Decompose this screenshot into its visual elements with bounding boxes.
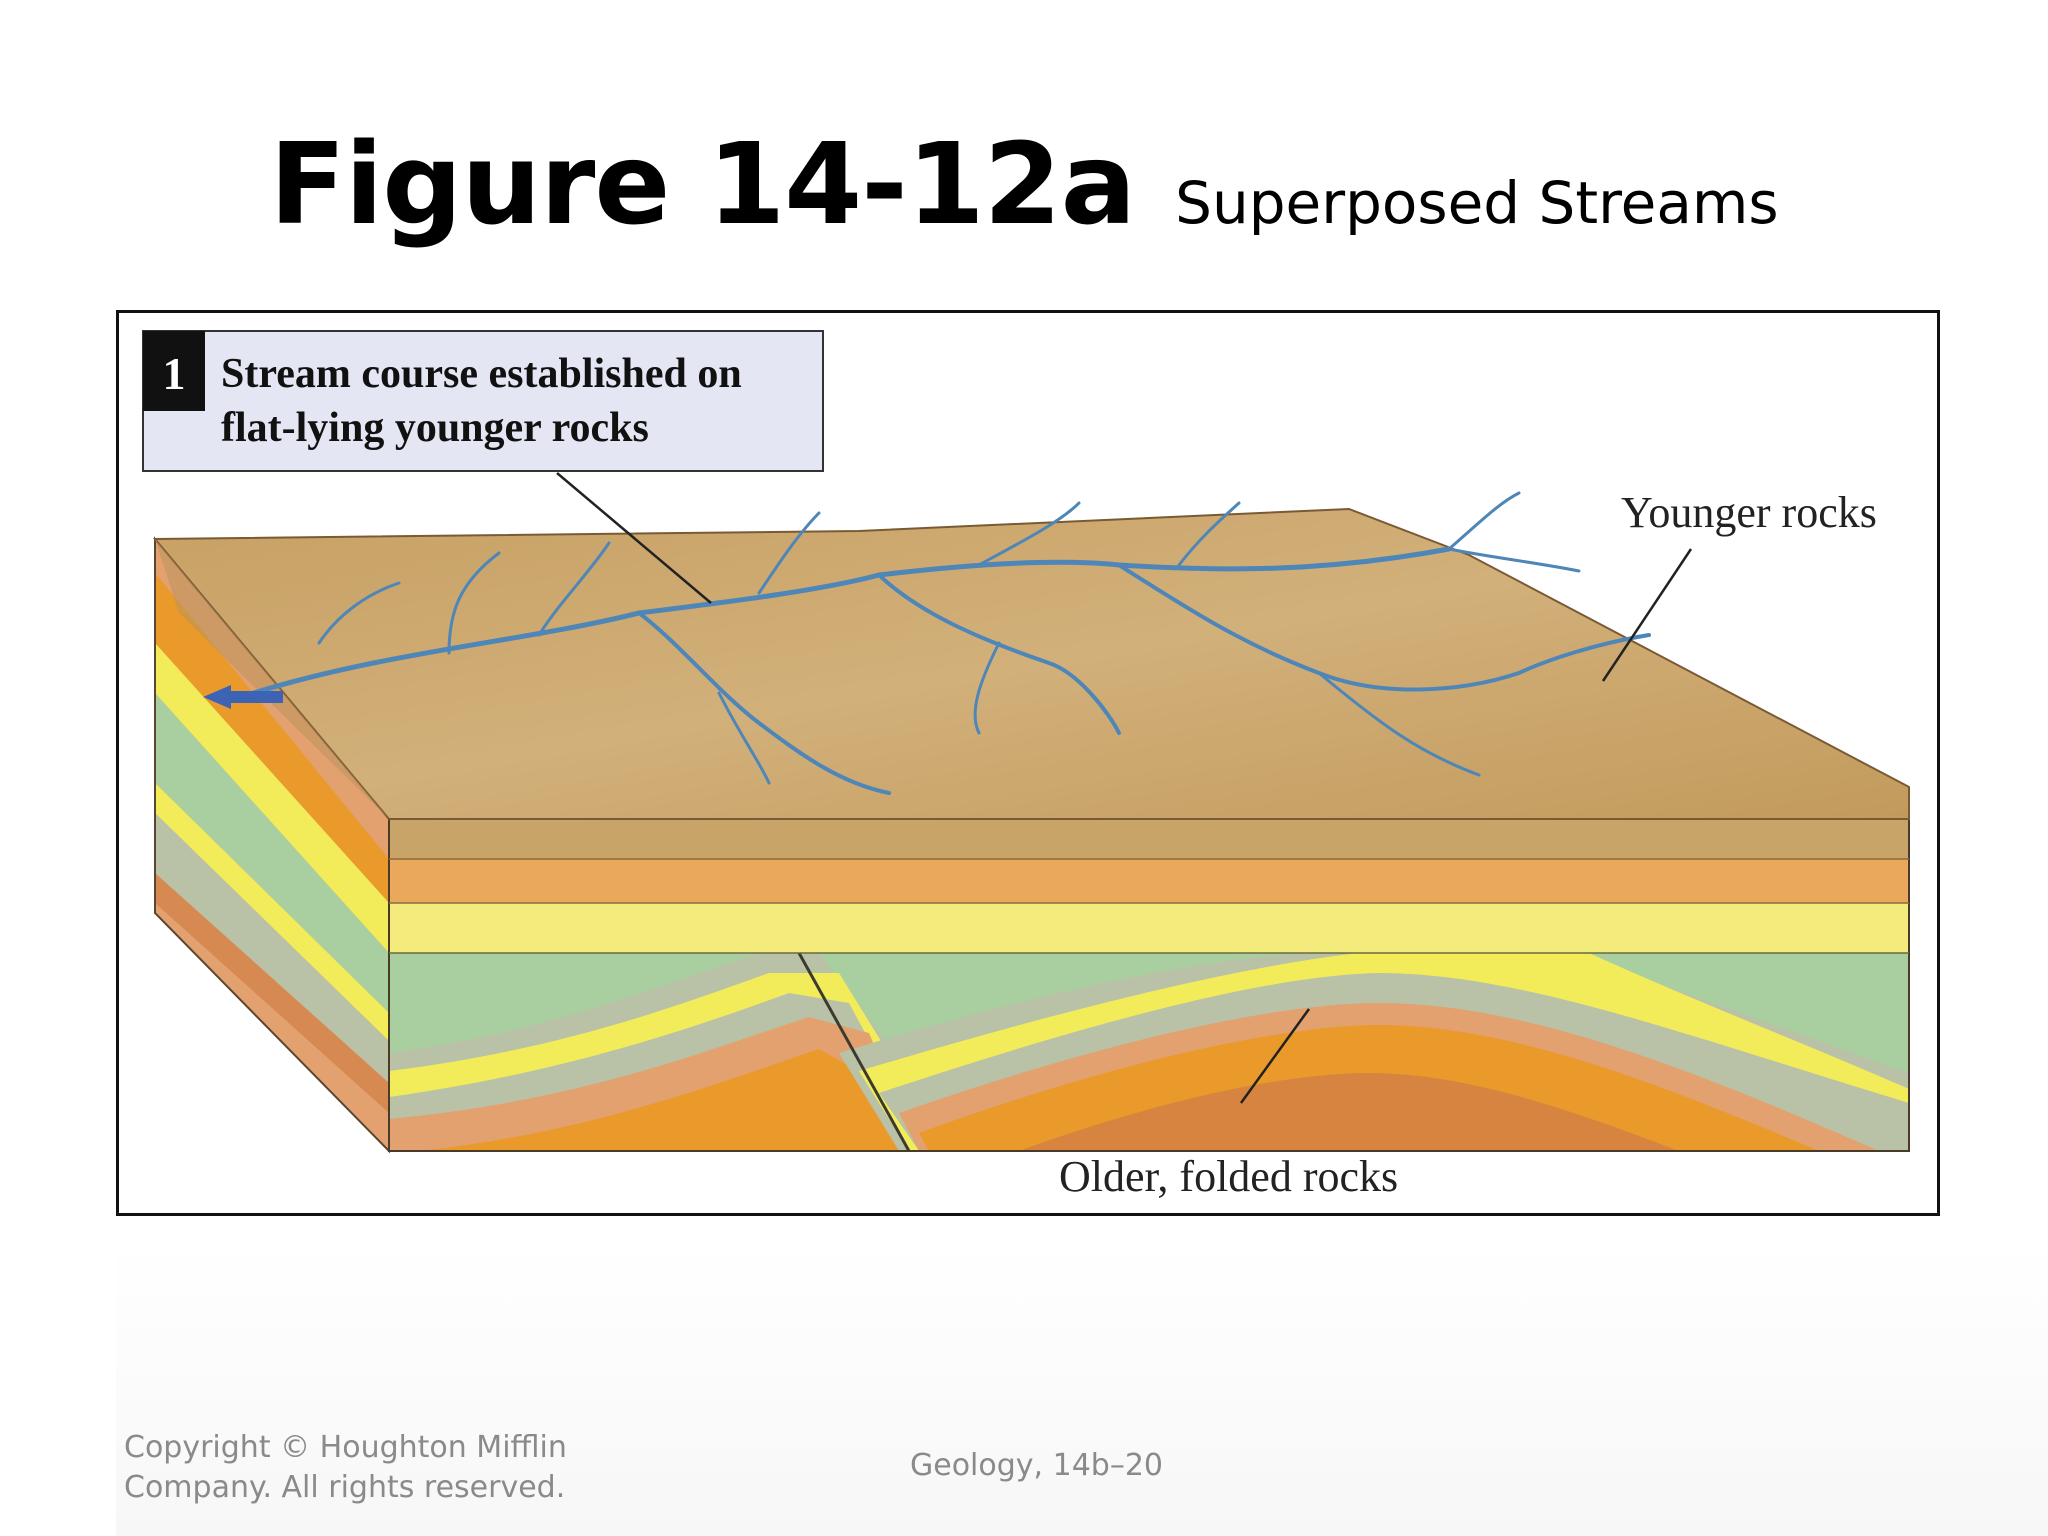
label-younger-rocks: Younger rocks: [1621, 488, 1877, 537]
slide-title: Figure 14-12a Superposed Streams: [0, 120, 2048, 250]
step-caption-box: 1 Stream course established on flat-lyin…: [142, 330, 824, 472]
front-face-layers: [388, 818, 1910, 1152]
block-diagram: 1 Stream course established on flat-lyin…: [142, 330, 1910, 1201]
figure-subtitle: Superposed Streams: [1175, 169, 1779, 237]
step-caption-line2: flat-lying younger rocks: [221, 405, 649, 451]
step-caption-line1: Stream course established on: [221, 351, 742, 397]
figure-number: Figure 14-12a: [269, 120, 1136, 250]
top-surface: [152, 507, 1910, 820]
label-older-rocks: Older, folded rocks: [1059, 1152, 1398, 1201]
copyright-text: Copyright © Houghton Mifflin Company. Al…: [124, 1430, 567, 1505]
slide-reference: Geology, 14b–20: [910, 1448, 1164, 1483]
figure-illustration: 1 Stream course established on flat-lyin…: [116, 310, 1940, 1216]
side-face-left: [154, 536, 390, 1154]
outflow-arrow-icon: [203, 685, 283, 709]
footer-area: [116, 1240, 2048, 1536]
leader-lines: [556, 472, 1693, 1104]
step-number: 1: [163, 348, 186, 399]
stream-network: [226, 491, 1651, 795]
